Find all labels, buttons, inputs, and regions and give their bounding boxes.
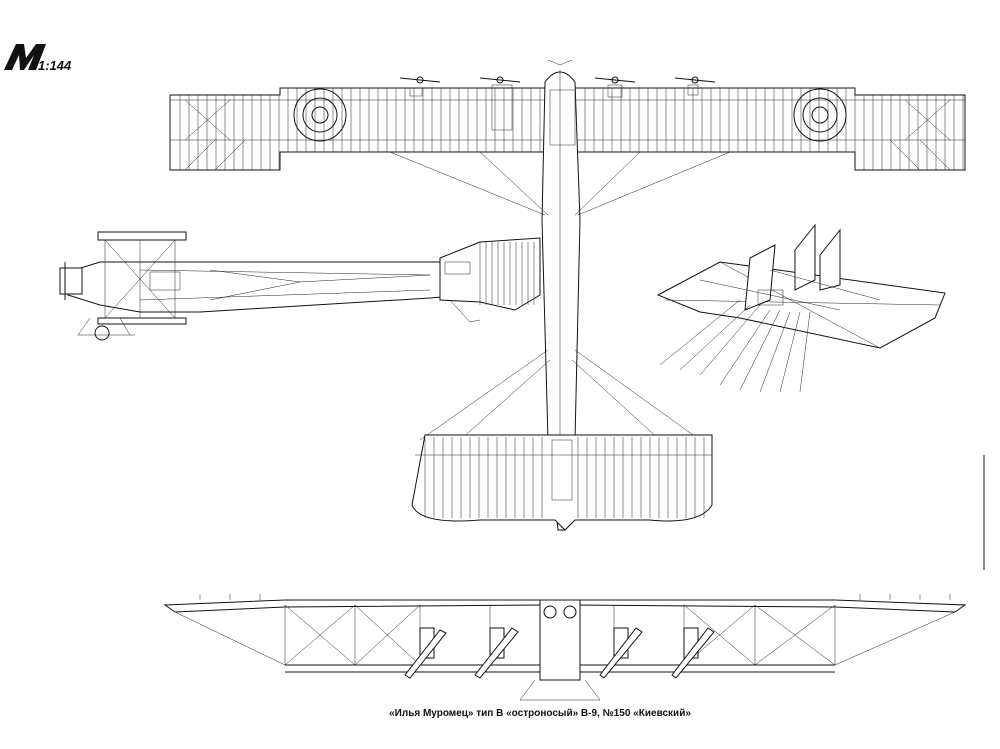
rib-line: [754, 604, 836, 666]
side-view: [59, 231, 541, 341]
isometric-view: [656, 223, 946, 393]
engines-top: [399, 76, 716, 131]
front-view: [163, 594, 967, 701]
scale-label: 1:144: [38, 58, 72, 73]
tailplane-top: [411, 434, 713, 531]
drawing-caption: «Илья Муромец» тип В «остроносый» В-9, №…: [389, 708, 691, 719]
rib-line: [354, 604, 421, 666]
magazine-logo-icon: [4, 44, 46, 70]
rib-line: [284, 604, 356, 666]
top-view: [169, 59, 966, 531]
bracing-wires-top: [389, 151, 731, 441]
